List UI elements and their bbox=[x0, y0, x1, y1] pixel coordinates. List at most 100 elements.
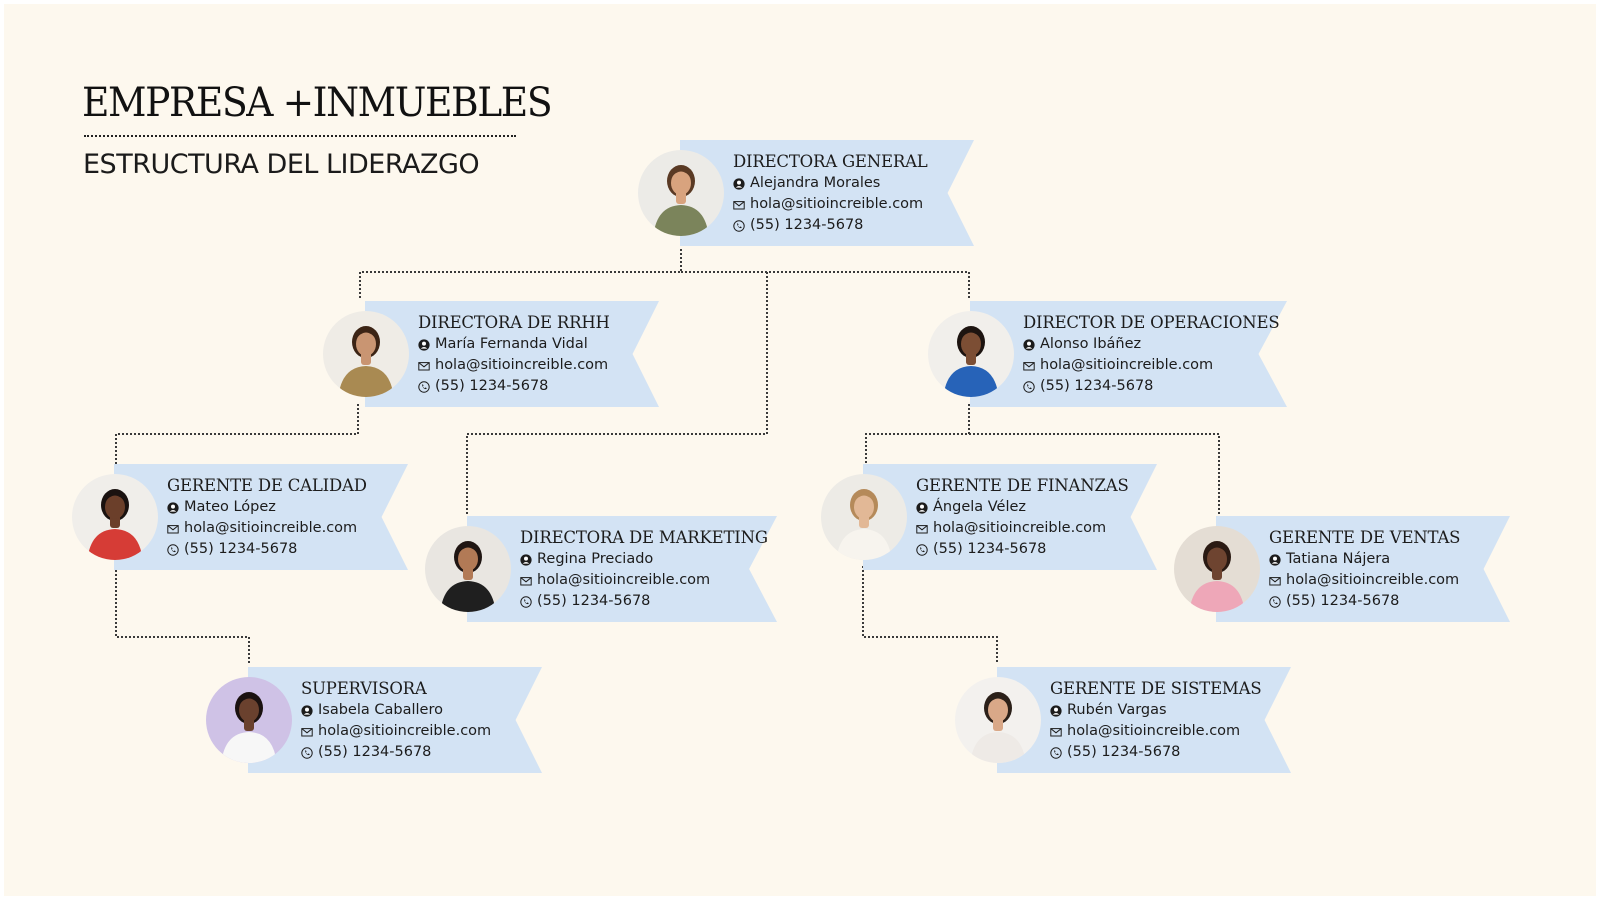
card-info: DIRECTOR DE OPERACIONES Alonso Ibáñez ho… bbox=[1023, 312, 1280, 397]
org-chart-slide: EMPRESA +INMUEBLES ESTRUCTURA DEL LIDERA… bbox=[4, 4, 1596, 896]
name-row: Rubén Vargas bbox=[1050, 700, 1261, 721]
hierarchy-connectors bbox=[115, 249, 1220, 664]
connector-general-to-marketing bbox=[466, 272, 768, 514]
phone-icon bbox=[418, 380, 430, 393]
email-row: hola@sitioincreible.com bbox=[1269, 570, 1460, 591]
email-row: hola@sitioincreible.com bbox=[1050, 721, 1261, 742]
email-row: hola@sitioincreible.com bbox=[418, 355, 610, 376]
name-row: María Fernanda Vidal bbox=[418, 334, 610, 355]
card-info: GERENTE DE VENTAS Tatiana Nájera hola@si… bbox=[1269, 527, 1460, 612]
avatar bbox=[206, 677, 292, 763]
avatar bbox=[638, 150, 724, 236]
role-title: DIRECTORA GENERAL bbox=[733, 152, 928, 171]
phone-number[interactable]: (55) 1234-5678 bbox=[933, 541, 1047, 557]
card-banner bbox=[863, 464, 1157, 570]
email-row: hola@sitioincreible.com bbox=[167, 518, 367, 539]
phone-number[interactable]: (55) 1234-5678 bbox=[184, 541, 298, 557]
phone-number[interactable]: (55) 1234-5678 bbox=[750, 217, 864, 233]
avatar bbox=[821, 474, 907, 560]
card-banner bbox=[248, 667, 542, 773]
avatar bbox=[928, 311, 1014, 397]
name-row: Alejandra Morales bbox=[733, 173, 928, 194]
portrait-photo bbox=[638, 150, 724, 236]
phone-number[interactable]: (55) 1234-5678 bbox=[318, 744, 432, 760]
email-link[interactable]: hola@sitioincreible.com bbox=[184, 520, 358, 536]
connector-general-to-operaciones bbox=[681, 271, 970, 298]
connector-calidad-to-supervisora bbox=[115, 566, 250, 664]
role-title: DIRECTORA DE RRHH bbox=[418, 313, 610, 332]
avatar bbox=[323, 311, 409, 397]
email-row: hola@sitioincreible.com bbox=[1023, 355, 1279, 376]
phone-icon bbox=[1050, 746, 1062, 759]
mail-icon bbox=[916, 524, 928, 533]
email-link[interactable]: hola@sitioincreible.com bbox=[1040, 357, 1214, 373]
phone-icon bbox=[916, 543, 928, 556]
mail-icon bbox=[167, 524, 179, 533]
chart-subtitle: ESTRUCTURA DEL LIDERAZGO bbox=[83, 149, 480, 180]
phone-row: (55) 1234-5678 bbox=[1023, 376, 1279, 397]
email-row: hola@sitioincreible.com bbox=[520, 570, 768, 591]
email-link[interactable]: hola@sitioincreible.com bbox=[750, 196, 924, 212]
mail-icon bbox=[733, 200, 745, 209]
email-link[interactable]: hola@sitioincreible.com bbox=[1067, 723, 1241, 739]
mail-icon bbox=[520, 576, 532, 585]
phone-row: (55) 1234-5678 bbox=[167, 539, 367, 560]
card-info: GERENTE DE FINANZAS Ángela Vélez hola@si… bbox=[916, 475, 1129, 560]
phone-row: (55) 1234-5678 bbox=[916, 539, 1129, 560]
person-icon bbox=[733, 177, 745, 190]
email-row: hola@sitioincreible.com bbox=[916, 518, 1129, 539]
phone-number[interactable]: (55) 1234-5678 bbox=[1286, 593, 1400, 609]
person-name: Alonso Ibáñez bbox=[1040, 336, 1142, 352]
card-info: GERENTE DE CALIDAD Mateo López hola@siti… bbox=[167, 475, 367, 560]
person-icon bbox=[520, 553, 532, 566]
email-link[interactable]: hola@sitioincreible.com bbox=[537, 572, 711, 588]
email-link[interactable]: hola@sitioincreible.com bbox=[1286, 572, 1460, 588]
phone-icon bbox=[167, 543, 179, 556]
phone-number[interactable]: (55) 1234-5678 bbox=[435, 378, 549, 394]
person-name: Isabela Caballero bbox=[318, 702, 443, 718]
email-link[interactable]: hola@sitioincreible.com bbox=[318, 723, 492, 739]
portrait-photo bbox=[425, 526, 511, 612]
portrait-photo bbox=[1174, 526, 1260, 612]
avatar bbox=[72, 474, 158, 560]
person-icon bbox=[167, 501, 179, 514]
phone-number[interactable]: (55) 1234-5678 bbox=[1040, 378, 1154, 394]
role-title: GERENTE DE CALIDAD bbox=[167, 476, 367, 495]
phone-number[interactable]: (55) 1234-5678 bbox=[537, 593, 651, 609]
person-icon bbox=[916, 501, 928, 514]
name-row: Isabela Caballero bbox=[301, 700, 491, 721]
role-title: DIRECTORA DE MARKETING bbox=[520, 528, 768, 547]
portrait-photo bbox=[323, 311, 409, 397]
mail-icon bbox=[1269, 576, 1281, 585]
card-banner bbox=[1216, 516, 1510, 622]
person-icon bbox=[418, 338, 430, 351]
portrait-photo bbox=[955, 677, 1041, 763]
phone-icon bbox=[301, 746, 313, 759]
person-name: Mateo López bbox=[184, 499, 276, 515]
email-row: hola@sitioincreible.com bbox=[733, 194, 928, 215]
email-link[interactable]: hola@sitioincreible.com bbox=[435, 357, 609, 373]
mail-icon bbox=[1050, 727, 1062, 736]
role-title: GERENTE DE VENTAS bbox=[1269, 528, 1461, 547]
phone-row: (55) 1234-5678 bbox=[301, 742, 491, 763]
phone-icon bbox=[733, 219, 745, 232]
company-title: EMPRESA +INMUEBLES bbox=[82, 80, 553, 126]
phone-icon bbox=[520, 595, 532, 608]
avatar bbox=[425, 526, 511, 612]
email-link[interactable]: hola@sitioincreible.com bbox=[933, 520, 1107, 536]
role-title: GERENTE DE FINANZAS bbox=[916, 476, 1129, 495]
card-info: DIRECTORA DE RRHH María Fernanda Vidal h… bbox=[418, 312, 610, 397]
person-name: Ángela Vélez bbox=[933, 499, 1027, 515]
name-row: Alonso Ibáñez bbox=[1023, 334, 1279, 355]
phone-number[interactable]: (55) 1234-5678 bbox=[1067, 744, 1181, 760]
person-name: Alejandra Morales bbox=[750, 175, 881, 191]
phone-row: (55) 1234-5678 bbox=[520, 591, 768, 612]
name-row: Tatiana Nájera bbox=[1269, 549, 1460, 570]
connector-rrhh-to-calidad bbox=[115, 404, 359, 464]
role-title: DIRECTOR DE OPERACIONES bbox=[1023, 313, 1280, 332]
mail-icon bbox=[1023, 361, 1035, 370]
card-info: DIRECTORA DE MARKETING Regina Preciado h… bbox=[520, 527, 768, 612]
card-info: GERENTE DE SISTEMAS Rubén Vargas hola@si… bbox=[1050, 678, 1262, 763]
card-info: SUPERVISORA Isabela Caballero hola@sitio… bbox=[301, 678, 491, 763]
phone-icon bbox=[1269, 595, 1281, 608]
